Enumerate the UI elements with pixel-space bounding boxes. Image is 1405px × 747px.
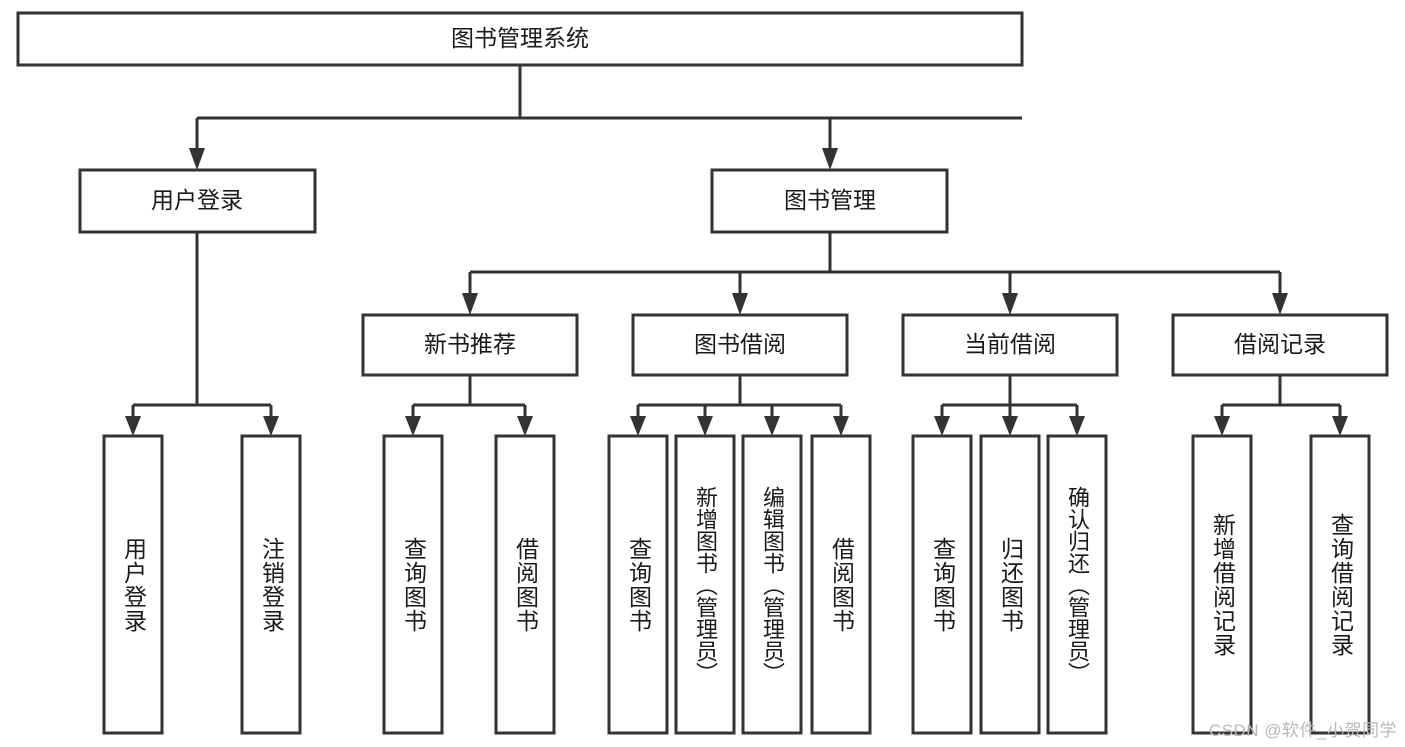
connector-root-to-level2 (189, 65, 1022, 170)
leaf-box-book-borrow-3[interactable] (741, 434, 803, 735)
leaf-box-book-borrow-1[interactable] (607, 434, 669, 735)
connector-bookborrow-to-leaves (630, 375, 849, 436)
leaf-box-user-login-2[interactable] (240, 434, 302, 735)
leaf-box-book-borrow-2[interactable] (674, 434, 736, 735)
connector-currentborrow-to-leaves (934, 375, 1085, 436)
leaf-box-new-book-2[interactable] (494, 434, 556, 735)
leaf-box-borrow-record-1[interactable] (1191, 434, 1253, 735)
node-book-borrow[interactable]: 图书借阅 (631, 313, 849, 377)
node-root[interactable]: 图书管理系统 (16, 11, 1024, 67)
node-book-management-label: 图书管理 (784, 187, 876, 213)
leaf-box-borrow-record-2[interactable] (1309, 434, 1371, 735)
connector-newbook-to-leaves (405, 375, 533, 436)
node-borrow-record-label: 借阅记录 (1234, 331, 1326, 357)
leaf-box-user-login-1[interactable] (102, 434, 164, 735)
node-book-management[interactable]: 图书管理 (710, 168, 949, 234)
node-current-borrow-label: 当前借阅 (964, 331, 1056, 357)
connector-userlogin-to-leaves (125, 232, 279, 436)
node-root-label: 图书管理系统 (451, 25, 589, 51)
leaf-box-current-borrow-2[interactable] (979, 434, 1041, 735)
connector-bookmgmt-to-level3 (462, 232, 1288, 315)
node-book-borrow-label: 图书借阅 (694, 331, 786, 357)
connector-borrowrecord-to-leaves (1214, 375, 1348, 436)
node-new-book-recommend[interactable]: 新书推荐 (361, 313, 579, 377)
node-new-book-recommend-label: 新书推荐 (424, 331, 516, 357)
node-user-login-label: 用户登录 (151, 187, 243, 213)
node-user-login[interactable]: 用户登录 (78, 168, 317, 234)
leaf-box-current-borrow-1[interactable] (911, 434, 973, 735)
node-current-borrow[interactable]: 当前借阅 (901, 313, 1119, 377)
node-borrow-record[interactable]: 借阅记录 (1171, 313, 1389, 377)
leaf-box-current-borrow-3[interactable] (1046, 434, 1108, 735)
csdn-watermark: CSDN @软件_小贺同学 (1208, 721, 1397, 740)
leaf-box-book-borrow-4[interactable] (810, 434, 872, 735)
leaf-box-new-book-1[interactable] (382, 434, 444, 735)
